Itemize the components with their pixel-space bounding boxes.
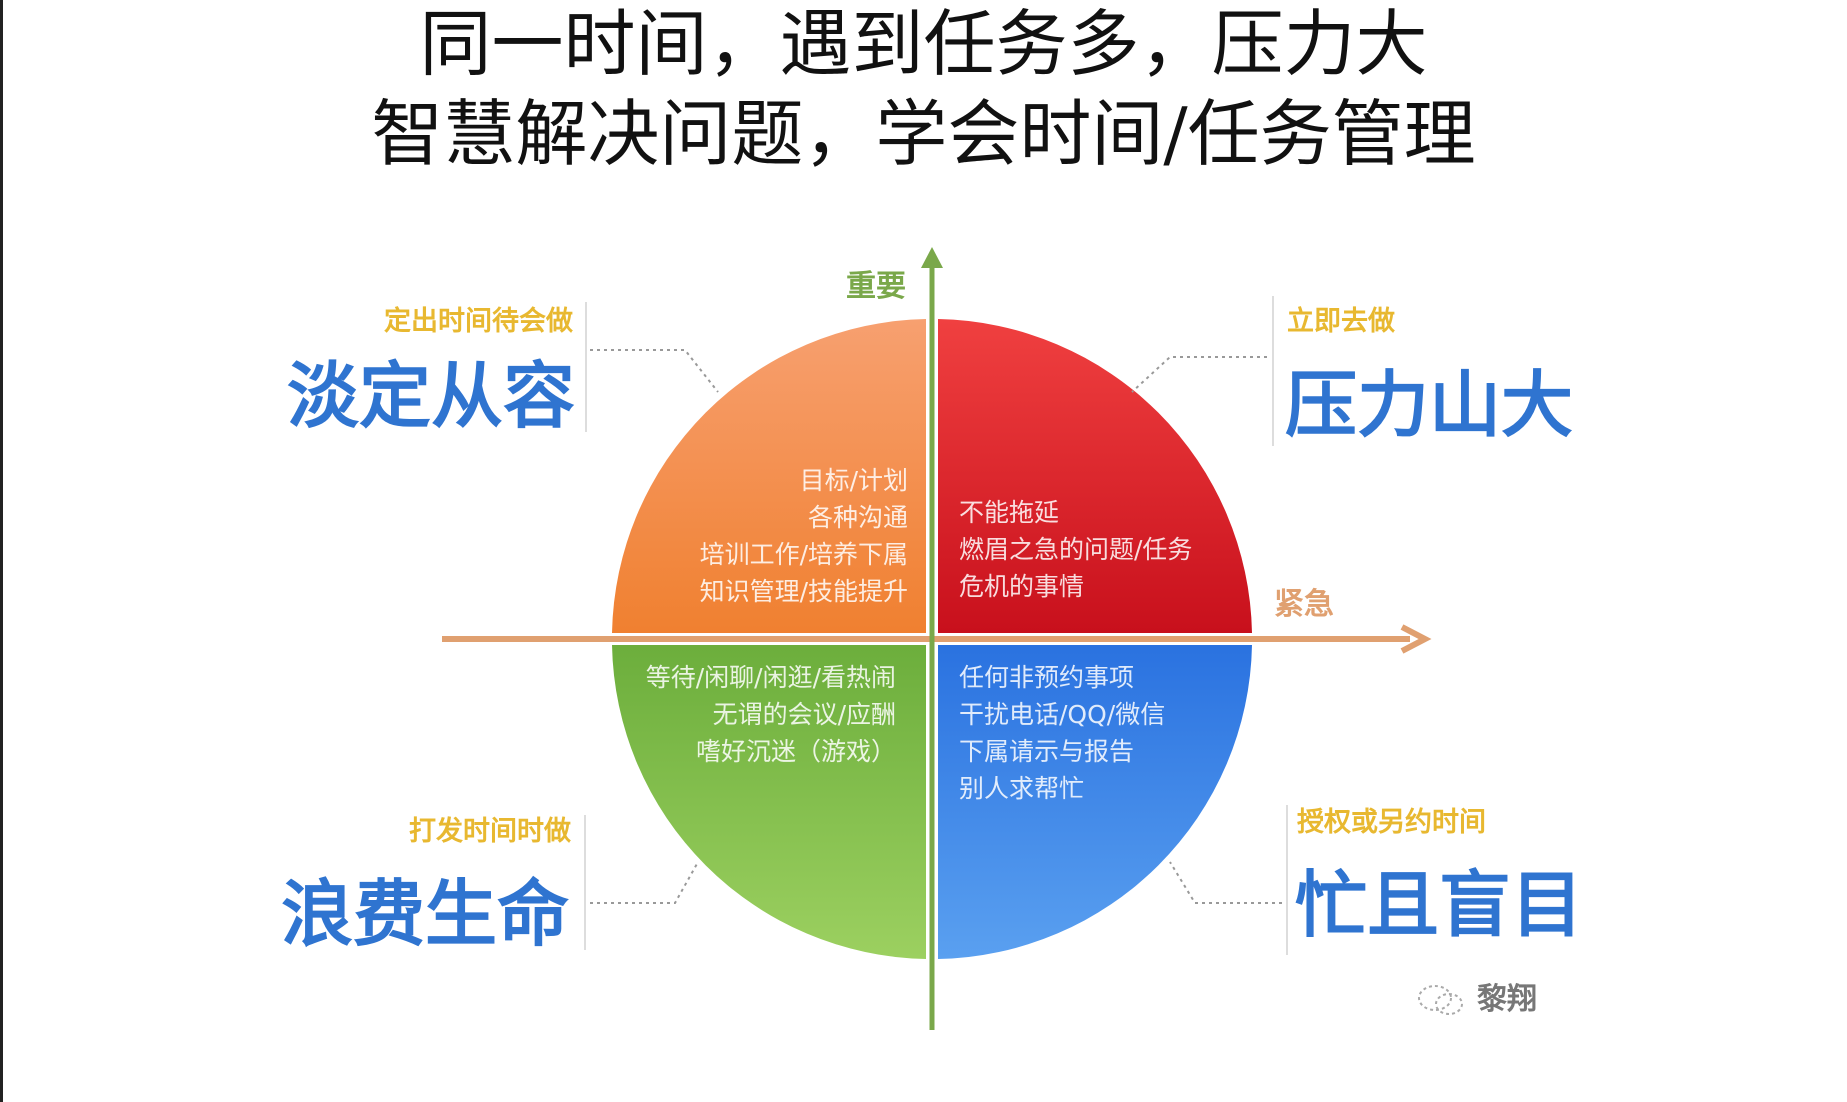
list-item: 危机的事情	[959, 572, 1085, 601]
items-bottom-right: 任何非预约事项 干扰电话/QQ/微信 下属请示与报告 别人求帮忙	[959, 659, 1165, 807]
quadrant-bottom-left	[612, 645, 926, 959]
list-item: 嗜好沉迷（游戏）	[695, 737, 896, 766]
connector-bottom-left	[590, 861, 699, 904]
items-top-right: 不能拖延 燃眉之急的问题/任务 危机的事情	[959, 494, 1192, 605]
items-bottom-left: 等待/闲聊/闲逛/看热闹 无谓的会议/应酬 嗜好沉迷（游戏）	[646, 659, 896, 770]
axis-label-important: 重要	[846, 269, 906, 304]
connector-top-left	[590, 349, 719, 393]
list-item: 别人求帮忙	[959, 774, 1085, 803]
divider-top-right	[1272, 296, 1274, 446]
quadrant-top-right	[938, 319, 1252, 633]
hint-top-right: 立即去做	[1287, 306, 1395, 337]
hint-bottom-left: 打发时间时做	[409, 816, 571, 847]
label-top-right: 压力山大	[1285, 363, 1574, 447]
quadrant-top-left	[612, 319, 926, 633]
title-line-1: 同一时间，遇到任务多，压力大	[419, 2, 1428, 86]
label-bottom-right: 忙且盲目	[1295, 863, 1584, 947]
list-item: 不能拖延	[959, 498, 1060, 527]
quadrant-bottom-right	[938, 645, 1252, 959]
divider-bottom-left	[584, 815, 586, 950]
list-item: 等待/闲聊/闲逛/看热闹	[645, 663, 896, 692]
title-line-2: 智慧解决问题，学会时间/任务管理	[371, 92, 1476, 176]
items-top-left: 目标/计划 各种沟通 培训工作/培养下属 知识管理/技能提升	[700, 462, 908, 610]
list-item: 知识管理/技能提升	[699, 577, 908, 606]
watermark: 黎翔	[1415, 982, 1537, 1018]
label-bottom-left: 浪费生命	[280, 872, 569, 956]
list-item: 干扰电话/QQ/微信	[959, 700, 1166, 729]
axis-label-urgent: 紧急	[1274, 587, 1334, 622]
list-item: 各种沟通	[807, 503, 908, 532]
list-item: 任何非预约事项	[959, 663, 1135, 692]
horizontal-axis-arrow	[1400, 624, 1432, 654]
list-item: 无谓的会议/应酬	[712, 700, 896, 729]
connector-bottom-right	[1169, 861, 1282, 904]
connector-top-right	[1131, 356, 1267, 393]
divider-bottom-right	[1286, 805, 1288, 955]
wechat-icon	[1418, 985, 1463, 1015]
left-border	[0, 0, 3, 1102]
vertical-axis-arrow	[921, 247, 943, 268]
list-item: 培训工作/培养下属	[699, 540, 908, 569]
list-item: 燃眉之急的问题/任务	[959, 535, 1193, 564]
hint-bottom-right: 授权或另约时间	[1297, 807, 1486, 838]
hint-top-left: 定出时间待会做	[384, 306, 573, 337]
divider-top-left	[585, 302, 587, 432]
list-item: 目标/计划	[799, 466, 908, 495]
list-item: 下属请示与报告	[959, 737, 1135, 766]
watermark-text: 黎翔	[1477, 982, 1537, 1017]
label-top-left: 淡定从容	[286, 354, 575, 438]
